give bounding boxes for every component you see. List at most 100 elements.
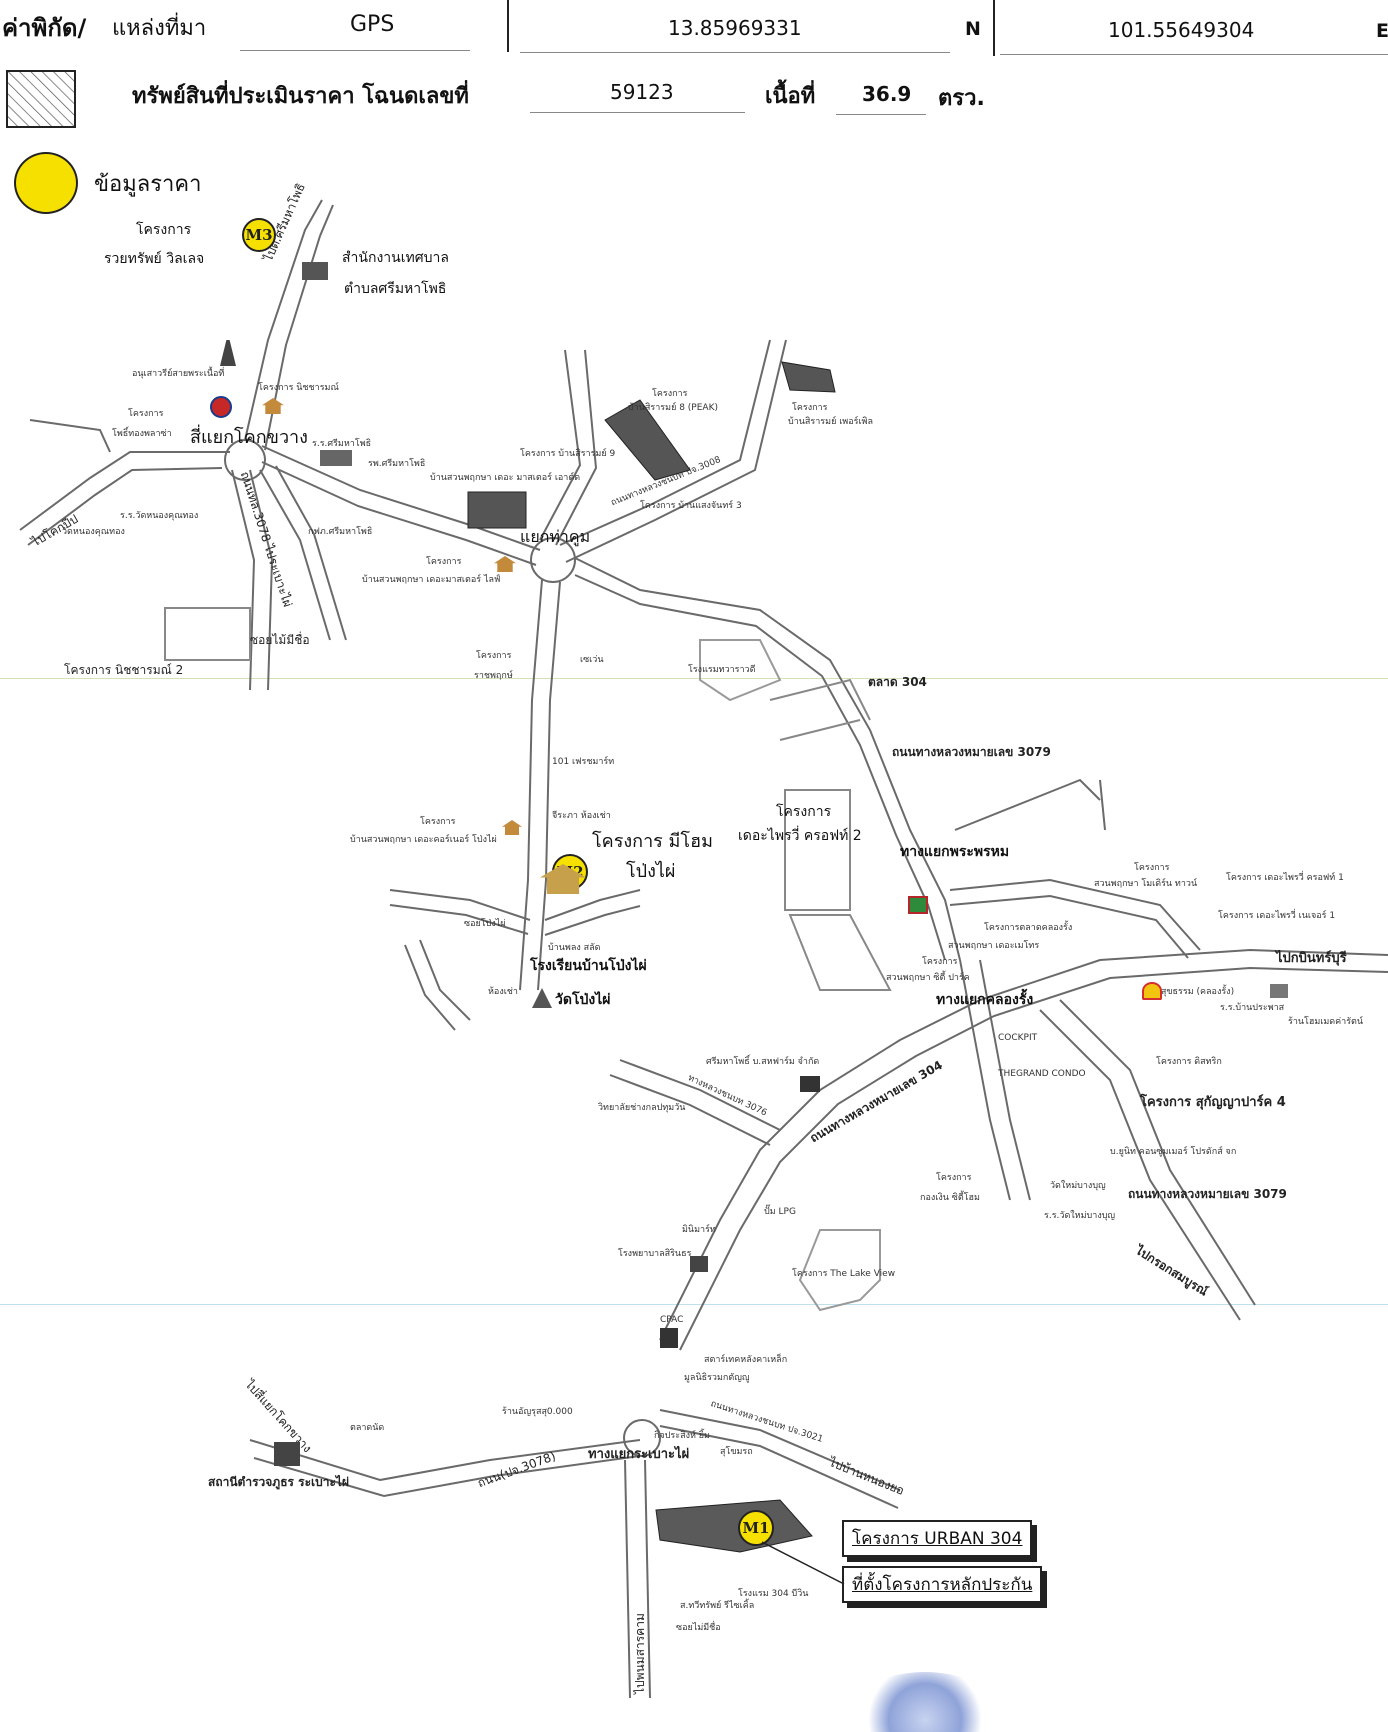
latitude-direction: N [965, 18, 981, 40]
label-fairy-croft-1: โครงการ เดอะไพรวี่ ครอฟท์ 1 [1226, 873, 1344, 883]
label-soi-nameless-2: ซอยไม่มีชื่อ [676, 1623, 721, 1633]
area-unit: ตรว. [938, 86, 985, 111]
label-lake-view: โครงการ The Lake View [792, 1269, 896, 1279]
label-seven-eleven: เซเว่น [580, 655, 604, 665]
label-suanpk-metro: สวนพฤกษา เดอะเมโทร [948, 941, 1040, 951]
label-home-store: ร้านโฮมเมดค่ารัตน์ [1288, 1017, 1364, 1027]
label-suanpk-corner-1: โครงการ [420, 817, 456, 827]
label-suanpk-life-2: บ้านสวนพฤกษา เดอะมาสเตอร์ ไลฟ์ [362, 575, 501, 585]
price-data-legend-dot [14, 152, 78, 214]
label-fairy-nature-1: โครงการ เดอะไพรวี่ เนเจอร์ 1 [1218, 911, 1336, 921]
label-soi-nameless: ซอยไม้มีชื่อ [250, 633, 310, 647]
label-suanpk-modern-1: โครงการ [1134, 863, 1170, 873]
deed-number: 59123 [610, 80, 674, 104]
label-suanpk-life-1: โครงการ [426, 557, 462, 567]
coord-label: ค่าพิกัด/ [2, 14, 87, 42]
label-pea-srimaha: กฟภ.ศรีมหาโพธิ [308, 527, 373, 537]
label-the-fairy-2-a: โครงการ [776, 804, 832, 820]
factory-icon [660, 1328, 678, 1348]
label-road-3079-mid: ถนนทางหลวงหมายเลข 3079 [1128, 1187, 1287, 1201]
label-wat-pongphai: วัดโป่งไผ่ [555, 992, 611, 1008]
label-wat-sukhatham: วัดสุขธรรม (คลองรั้ง) [1150, 987, 1235, 997]
label-suanpk-city-1: โครงการ [922, 957, 958, 967]
label-police-station: สถานีตำรวจภูธร ระเบาะไผ่ [208, 1475, 349, 1489]
label-college: วิทยาลัยช่างกลปทุมวัน [598, 1103, 686, 1113]
header-underline-2 [520, 52, 950, 53]
house-icon [262, 398, 284, 414]
label-to-prachinburi: ไปกบินทร์บุรี [1276, 951, 1347, 966]
deed-underline [530, 112, 745, 113]
label-talad-304: ตลาด 304 [868, 675, 927, 689]
label-room-rent: ห้องเช่า [488, 987, 518, 997]
label-ban-sangchan: โครงการ บ้านแสงจันทร์ 3 [640, 501, 742, 511]
collateral-location-box[interactable]: ที่ตั้งโครงการหลักประกัน [842, 1566, 1043, 1603]
header-divider-2 [993, 0, 995, 56]
label-jiraphaa: จีระภา ห้องเช่า [552, 811, 611, 821]
label-wat-mai: วัดใหม่บางบุญ [1050, 1181, 1106, 1191]
label-cpac: CPAC [660, 1315, 684, 1325]
factory-icon [800, 1076, 820, 1092]
label-sathaporn-recycle: ส.ทวีทรัพย์ รีไซเคิ้ล [680, 1601, 755, 1611]
label-market-khlong: โครงการตลาดคลองรั้ง [984, 923, 1073, 933]
hatched-asset-symbol [6, 70, 76, 128]
label-hotel-304: โรงแรม 304 บีวิน [738, 1589, 809, 1599]
label-pho-thong-1: โครงการ [128, 409, 164, 419]
label-lpg: ปั๊ม LPG [764, 1207, 796, 1217]
marker-m1[interactable]: M1 [738, 1510, 774, 1546]
label-m3-project-1: โครงการ [136, 222, 192, 238]
label-four-way-khok-khwang: สี่แยกโคกขวาง [190, 427, 308, 448]
label-sukhomrot: สุโขมรถ [720, 1447, 753, 1457]
label-unit-consumer: บ.ยูนิท คอนซูมเมอร์ โปรดักส์ จก [1110, 1147, 1237, 1157]
label-to-phanom-sarakham: ไปพนมสารคาม [633, 1613, 647, 1694]
label-foundation: มูลนิธิรวมกตัญญู [684, 1373, 750, 1383]
header-underline-1 [240, 50, 470, 51]
label-school-banprapat: ร.ร.บ้านประพาส [1220, 1003, 1285, 1013]
urban-304-box[interactable]: โครงการ URBAN 304 [842, 1520, 1033, 1557]
label-suanpk-master: บ้านสวนพฤกษา เดอะ มาสเตอร์ เอาต์ด [430, 473, 581, 483]
label-peak-2: บ้านสิรารมย์ 8 (PEAK) [628, 403, 718, 413]
label-star-steel: สตาร์เทคหลังคาเหล็ก [704, 1355, 788, 1365]
label-ratchaphruek-1: โครงการ [476, 651, 512, 661]
longitude-direction: E [1376, 20, 1388, 42]
source-value: GPS [350, 12, 395, 37]
label-peak-1: โครงการ [652, 389, 688, 399]
label-road-3079-top: ถนนทางหลวงหมายเลข 3079 [892, 745, 1051, 759]
label-pearl-2: บ้านสิรารมย์ เพอร์เพิล [788, 417, 873, 427]
label-sukanya-park-4: โครงการ สุกัญญาปาร์ค 4 [1140, 1095, 1286, 1110]
header-underline-3 [1000, 54, 1388, 55]
label-hospital-srimaha: รพ.ศรีมหาโพธิ [368, 459, 426, 469]
label-school-watmai: ร.ร.วัดใหม่บางบุญ [1044, 1211, 1116, 1221]
label-kongngern-2: กองเงิน ซิตี้โฮม [920, 1193, 980, 1203]
shop-icon [908, 896, 928, 914]
label-kit-prasing: กิจประสิงห์ ยิ้ม [654, 1431, 710, 1441]
label-minimart: มินิมาร์ท [682, 1225, 716, 1235]
scan-guide-blue [0, 1304, 1388, 1305]
asset-label: ทรัพย์สินที่ประเมินราคา โฉนดเลขที่ [132, 84, 469, 109]
label-phraphrom-junction: ทางแยกพระพรหม [900, 844, 1010, 860]
stamp-fragment [860, 1672, 990, 1732]
scan-guide-green [0, 678, 1388, 679]
label-municipal-office-2: ตำบลศรีมหาโพธิ [344, 281, 447, 297]
police-icon [274, 1442, 300, 1466]
label-khlong-rang-junction: ทางแยกคลองรั้ง [936, 992, 1034, 1008]
price-data-legend-label: ข้อมูลราคา [94, 172, 202, 197]
label-lotus: บ้านพลง สลัด [548, 943, 601, 953]
label-saha-farm: ศรีมหาโพธิ์ บ.สหฟาร์ม จำกัด [706, 1057, 820, 1067]
label-pho-thong-2: โพธิ์ทองพลาซ่า [112, 429, 172, 439]
house-icon [1270, 984, 1288, 998]
label-shop-supply: ร้านอัญรุสสุ0.000 [502, 1407, 573, 1417]
label-pearl-1: โครงการ [792, 403, 828, 413]
collateral-pointer [761, 1541, 845, 1585]
area-value: 36.9 [862, 82, 912, 106]
label-resort: โรงแรมทวาราวดี [688, 665, 756, 675]
label-district: โครงการ ดิสทริก [1156, 1057, 1222, 1067]
house-icon [494, 556, 516, 572]
label-rabao-phai-junction: ทางแยกระเบาะไผ่ [588, 1447, 690, 1462]
marker-m3[interactable]: M3 [242, 218, 276, 252]
label-school-srimaha: ร.ร.ศรีมหาโพธิ [312, 439, 372, 449]
source-label: แหล่งที่มา [112, 16, 207, 41]
label-suanpk-modern-2: สวนพฤกษา โมเดิร์น ทาวน์ [1094, 879, 1198, 889]
label-grand-condo: THEGRAND CONDO [998, 1069, 1086, 1079]
label-yaek-thakhum: แยกท่าคูม [520, 527, 591, 546]
